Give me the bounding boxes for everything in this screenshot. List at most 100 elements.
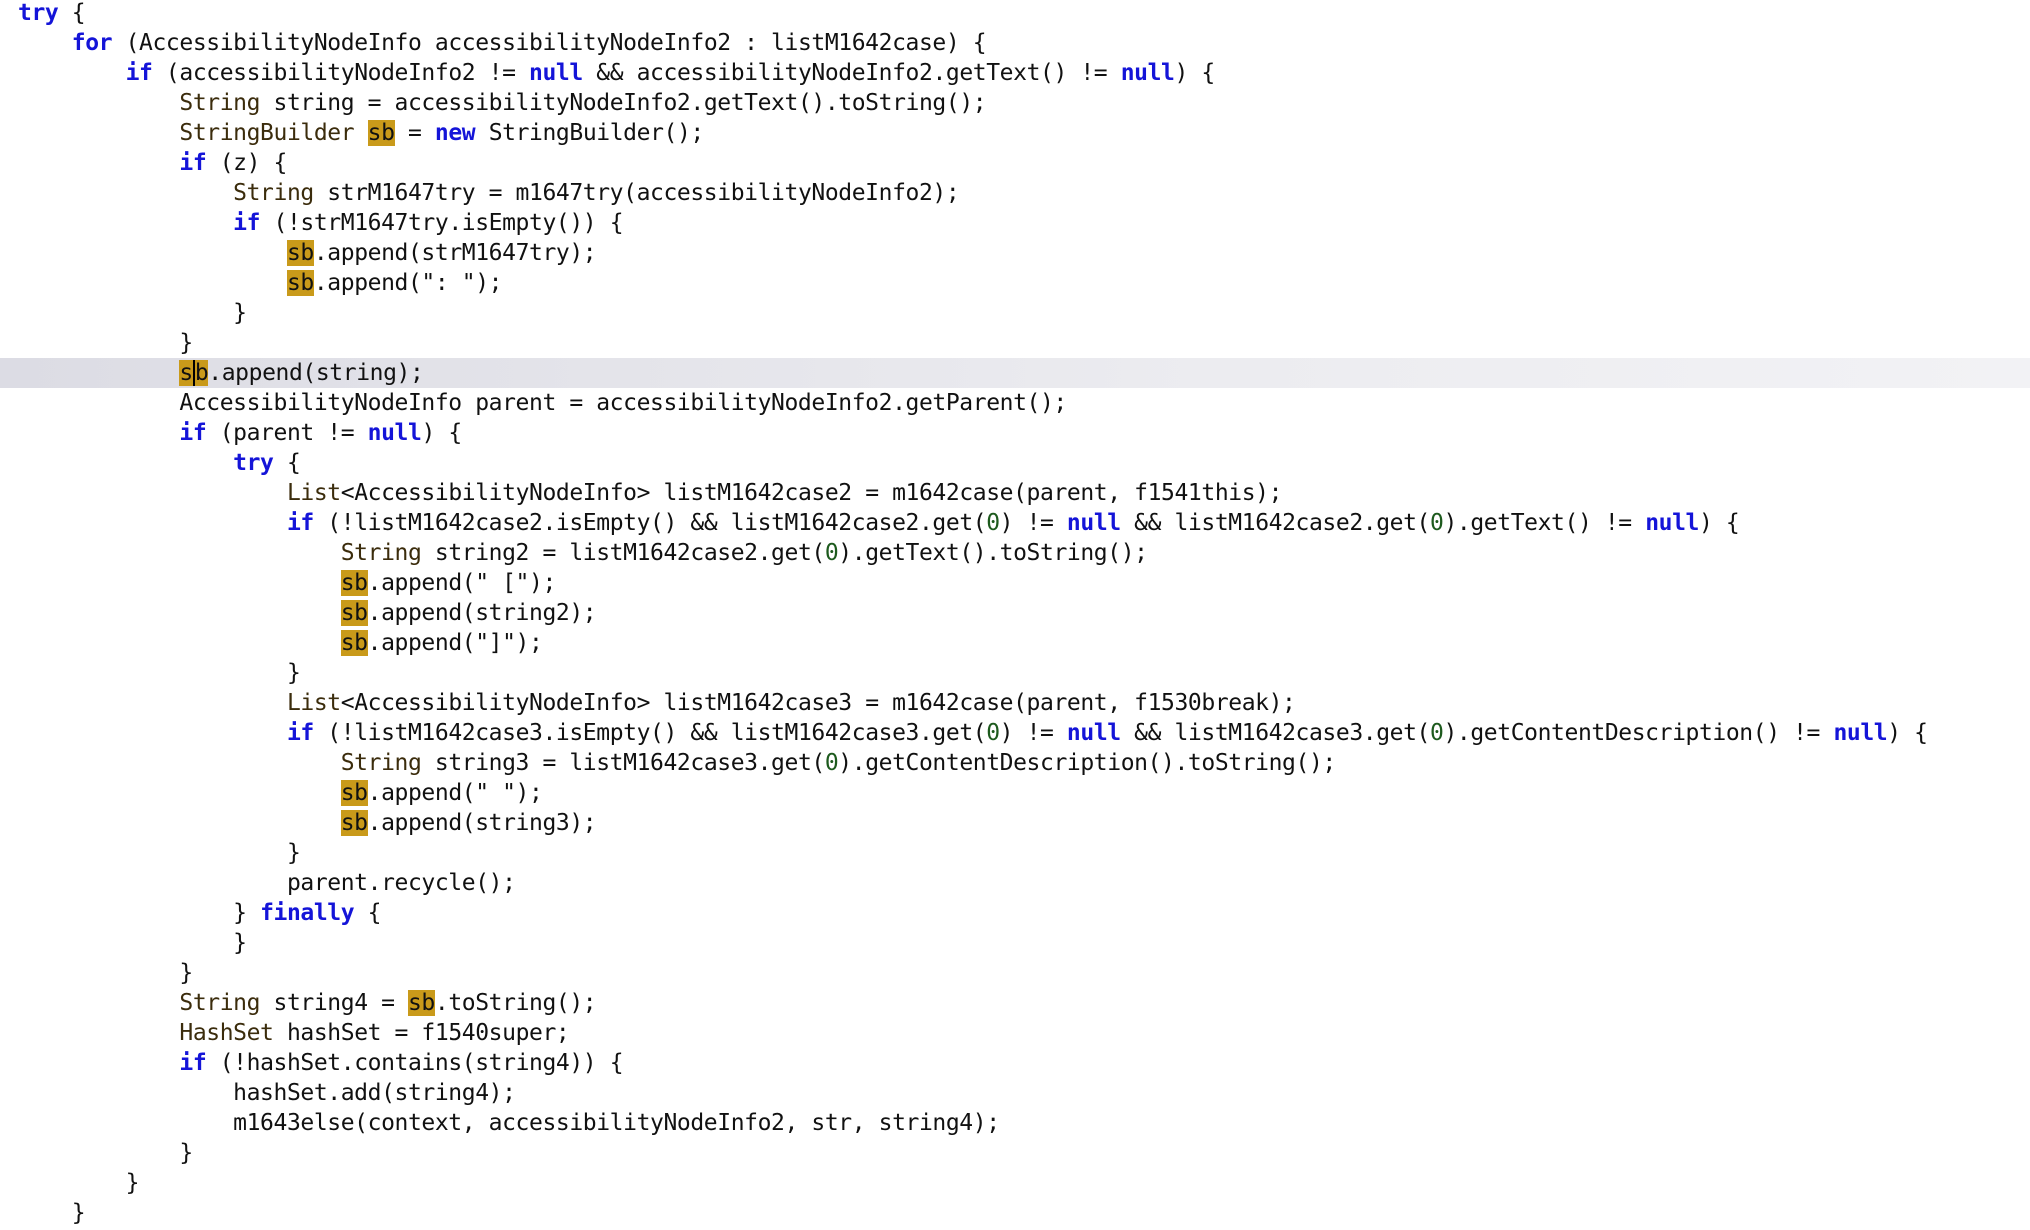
code-text xyxy=(18,150,179,176)
current-code-line[interactable]: sb.append(string); xyxy=(0,358,2030,388)
code-line[interactable]: String string2 = listM1642case2.get(0).g… xyxy=(0,538,2030,568)
code-line[interactable]: for (AccessibilityNodeInfo accessibility… xyxy=(0,28,2030,58)
code-text xyxy=(18,360,179,386)
code-text: .append(string2); xyxy=(367,600,597,626)
code-text xyxy=(18,600,341,626)
code-text: m1643else(context, accessibilityNodeInfo… xyxy=(18,1110,1000,1136)
code-line[interactable]: sb.append("]"); xyxy=(0,628,2030,658)
number-literal: 0 xyxy=(986,720,1000,746)
keyword-token: if xyxy=(179,150,207,176)
code-text: ).getContentDescription().toString(); xyxy=(838,750,1336,776)
code-text: = xyxy=(394,120,435,146)
code-line[interactable]: m1643else(context, accessibilityNodeInfo… xyxy=(0,1108,2030,1138)
code-line[interactable]: parent.recycle(); xyxy=(0,868,2030,898)
code-text: ).getText().toString(); xyxy=(838,540,1148,566)
code-line[interactable]: if (parent != null) { xyxy=(0,418,2030,448)
number-literal: 0 xyxy=(1430,510,1444,536)
code-text: { xyxy=(273,450,301,476)
code-line[interactable]: } xyxy=(0,1168,2030,1198)
code-text: .append(strM1647try); xyxy=(313,240,597,266)
code-line[interactable]: String string3 = listM1642case3.get(0).g… xyxy=(0,748,2030,778)
type-token: List xyxy=(286,480,341,506)
code-line[interactable]: try { xyxy=(0,0,2030,28)
code-line[interactable]: String strM1647try = m1647try(accessibil… xyxy=(0,178,2030,208)
code-line[interactable]: sb.append(" ["); xyxy=(0,568,2030,598)
code-text: .append(" "); xyxy=(367,780,543,806)
code-text xyxy=(18,750,341,776)
code-line[interactable]: AccessibilityNodeInfo parent = accessibi… xyxy=(0,388,2030,418)
code-text: string3 = listM1642case3.get( xyxy=(421,750,825,776)
code-text xyxy=(18,570,341,596)
code-text xyxy=(354,120,367,146)
code-line[interactable]: if (accessibilityNodeInfo2 != null && ac… xyxy=(0,58,2030,88)
code-line[interactable]: } finally { xyxy=(0,898,2030,928)
code-text: ) { xyxy=(1174,60,1216,86)
code-line[interactable]: List<AccessibilityNodeInfo> listM1642cas… xyxy=(0,478,2030,508)
code-text: string = accessibilityNodeInfo2.getText(… xyxy=(260,90,987,116)
keyword-token: null xyxy=(1066,720,1121,746)
code-line[interactable]: } xyxy=(0,658,2030,688)
keyword-token: try xyxy=(233,450,274,476)
code-text xyxy=(18,180,233,206)
code-text xyxy=(18,60,126,86)
occurrence-highlight: sb xyxy=(367,120,395,146)
keyword-token: null xyxy=(529,60,583,86)
code-text xyxy=(18,540,341,566)
code-text xyxy=(18,90,179,116)
code-line[interactable]: if (!listM1642case2.isEmpty() && listM16… xyxy=(0,508,2030,538)
code-line[interactable]: hashSet.add(string4); xyxy=(0,1078,2030,1108)
keyword-token: if xyxy=(179,420,207,446)
type-token: StringBuilder xyxy=(179,120,355,146)
code-text: } xyxy=(18,660,301,686)
code-text: } xyxy=(18,1170,140,1196)
code-line[interactable]: } xyxy=(0,1198,2030,1228)
type-token: String xyxy=(340,540,422,566)
number-literal: 0 xyxy=(824,750,839,776)
code-text: string2 = listM1642case2.get( xyxy=(421,540,825,566)
number-literal: 0 xyxy=(1430,720,1444,746)
code-line[interactable]: String string4 = sb.toString(); xyxy=(0,988,2030,1018)
code-line[interactable]: String string = accessibilityNodeInfo2.g… xyxy=(0,88,2030,118)
code-line[interactable]: } xyxy=(0,1138,2030,1168)
code-text: (!listM1642case3.isEmpty() && listM1642c… xyxy=(313,720,987,746)
code-line[interactable]: } xyxy=(0,298,2030,328)
code-line[interactable]: if (z) { xyxy=(0,148,2030,178)
type-token: String xyxy=(179,990,261,1016)
code-text: AccessibilityNodeInfo parent = accessibi… xyxy=(18,390,1067,416)
occurrence-highlight: sb xyxy=(340,600,368,626)
code-line[interactable]: } xyxy=(0,838,2030,868)
code-line[interactable]: sb.append(" "); xyxy=(0,778,2030,808)
keyword-token: if xyxy=(286,720,314,746)
code-line[interactable]: if (!strM1647try.isEmpty()) { xyxy=(0,208,2030,238)
code-line[interactable]: } xyxy=(0,328,2030,358)
code-line[interactable]: if (!hashSet.contains(string4)) { xyxy=(0,1048,2030,1078)
code-line[interactable]: sb.append(": "); xyxy=(0,268,2030,298)
occurrence-highlight: s xyxy=(179,360,193,386)
occurrence-highlight: sb xyxy=(286,240,314,266)
code-line[interactable]: sb.append(string2); xyxy=(0,598,2030,628)
number-literal: 0 xyxy=(824,540,839,566)
type-token: String xyxy=(233,180,314,206)
code-text xyxy=(18,810,341,836)
code-line[interactable]: HashSet hashSet = f1540super; xyxy=(0,1018,2030,1048)
code-text: .append(": "); xyxy=(313,270,503,296)
code-text xyxy=(18,690,287,716)
occurrence-highlight: sb xyxy=(340,810,368,836)
code-line[interactable]: if (!listM1642case3.isEmpty() && listM16… xyxy=(0,718,2030,748)
code-line[interactable]: } xyxy=(0,928,2030,958)
occurrence-highlight: sb xyxy=(340,780,368,806)
code-text: && listM1642case3.get( xyxy=(1120,720,1431,746)
code-line[interactable]: } xyxy=(0,958,2030,988)
code-text: (z) { xyxy=(206,150,288,176)
type-token: String xyxy=(179,90,261,116)
keyword-token: finally xyxy=(260,900,355,926)
code-line[interactable]: sb.append(strM1647try); xyxy=(0,238,2030,268)
code-line[interactable]: StringBuilder sb = new StringBuilder(); xyxy=(0,118,2030,148)
code-line[interactable]: try { xyxy=(0,448,2030,478)
code-line[interactable]: sb.append(string3); xyxy=(0,808,2030,838)
code-text: strM1647try = m1647try(accessibilityNode… xyxy=(313,180,960,206)
code-line[interactable]: List<AccessibilityNodeInfo> listM1642cas… xyxy=(0,688,2030,718)
occurrence-highlight: sb xyxy=(340,630,368,656)
code-text: } xyxy=(18,300,247,326)
